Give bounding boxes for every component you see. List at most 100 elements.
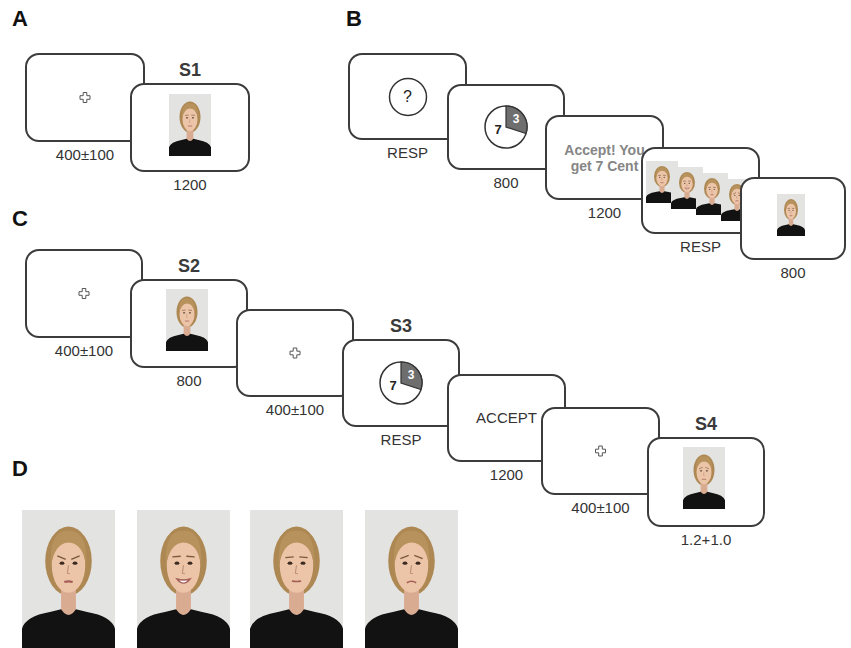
illustration-part <box>185 320 189 321</box>
illustration-part <box>160 527 207 596</box>
illustration-part <box>180 101 201 132</box>
stimulus-screen: S11200 <box>130 83 250 172</box>
illustration-part <box>696 456 712 472</box>
illustration-part <box>711 190 713 193</box>
duration-label: RESP <box>381 431 422 448</box>
illustration-part <box>407 581 416 583</box>
illustration-part <box>688 182 690 184</box>
screen-text: Accept! You get 7 Cent <box>563 141 647 173</box>
illustration-part <box>189 312 191 313</box>
illustration-part <box>189 119 190 123</box>
illustration-part <box>182 565 185 574</box>
illustration-part <box>713 187 716 188</box>
screen-art <box>25 249 143 338</box>
duration-label: 400±100 <box>55 342 113 359</box>
face-photo <box>365 510 458 648</box>
illustration-part <box>57 556 65 560</box>
illustration-part <box>788 209 789 211</box>
face-photo <box>137 510 230 648</box>
pie-wedge <box>506 106 527 133</box>
illustration-part <box>704 178 720 199</box>
illustration-part <box>288 562 293 565</box>
illustration-part <box>663 176 665 178</box>
duration-label: 400±100 <box>266 401 324 418</box>
illustration-part <box>790 215 793 216</box>
screen-art <box>130 279 248 368</box>
screen-text: ? <box>403 87 412 105</box>
illustration-part <box>686 184 688 187</box>
illustration-part <box>403 562 408 565</box>
illustration-part <box>185 115 189 116</box>
illustration-part <box>736 196 738 199</box>
stimulus-screen: 400±100 <box>236 309 354 397</box>
illustration-part <box>792 208 795 209</box>
illustration-part <box>410 565 413 574</box>
pie-outline <box>380 362 422 404</box>
illustration-part <box>699 467 703 468</box>
panel-letter: C <box>12 208 28 230</box>
stimulus-screen: S3RESP73 <box>342 339 460 427</box>
stimulus-label: S1 <box>179 60 201 81</box>
illustration-part <box>660 182 663 183</box>
fixation-cross <box>290 348 300 358</box>
screen-text: 7 <box>389 379 396 394</box>
illustration-part <box>45 527 92 596</box>
fixation-cross <box>596 446 606 456</box>
illustration-part <box>250 510 343 648</box>
illustration-part <box>292 580 301 582</box>
illustration-part <box>788 208 791 209</box>
illustration-part <box>694 454 715 485</box>
stimulus-screen: S2800 <box>130 279 248 368</box>
screen-text: 3 <box>408 369 415 383</box>
illustration-part <box>688 181 691 182</box>
illustration-part <box>784 199 798 220</box>
illustration-part <box>71 556 79 560</box>
illustration-part <box>659 176 661 178</box>
illustration-part <box>22 609 115 648</box>
duration-label: 1200 <box>490 466 523 483</box>
illustration-part <box>182 310 186 311</box>
illustration-part <box>67 565 70 574</box>
screen-art <box>647 437 765 527</box>
illustration-part <box>73 562 78 565</box>
illustration-part <box>380 362 422 404</box>
duration-label: 800 <box>176 372 201 389</box>
screen-art <box>378 360 424 406</box>
illustration-part <box>188 125 192 126</box>
illustration-part <box>365 510 458 648</box>
illustration-part <box>713 188 715 190</box>
illustration-part <box>301 562 306 565</box>
duration-label: 400±100 <box>571 499 629 516</box>
illustration-part <box>64 580 72 583</box>
illustration-part <box>137 510 230 648</box>
illustration-part <box>22 510 115 648</box>
stimulus-label: S4 <box>695 414 717 435</box>
illustration-part <box>706 470 708 471</box>
illustration-part <box>734 194 736 196</box>
fixation-cross <box>80 93 90 103</box>
stimulus-label: S2 <box>178 256 200 277</box>
illustration-part <box>186 117 188 118</box>
illustration-part <box>777 224 805 236</box>
illustration-part <box>299 556 307 558</box>
stimulus-screen: 800 <box>740 177 846 260</box>
offer-pie: 73 <box>483 104 529 150</box>
illustration-part <box>683 447 725 509</box>
face-photo <box>777 194 805 236</box>
illustration-part <box>183 312 185 313</box>
duration-label: 800 <box>780 264 805 281</box>
face-photo <box>166 289 208 351</box>
illustration-part <box>710 194 713 195</box>
illustration-part <box>703 472 704 476</box>
illustration-part <box>684 182 686 184</box>
illustration-part <box>179 298 195 314</box>
illustration-part <box>137 609 230 648</box>
panel-letter: D <box>12 458 28 480</box>
illustration-part <box>51 531 87 567</box>
illustration-part <box>186 314 187 318</box>
illustration-part <box>394 531 430 567</box>
face-photo <box>250 510 343 648</box>
screen-art <box>541 407 660 495</box>
illustration-part <box>700 470 702 471</box>
